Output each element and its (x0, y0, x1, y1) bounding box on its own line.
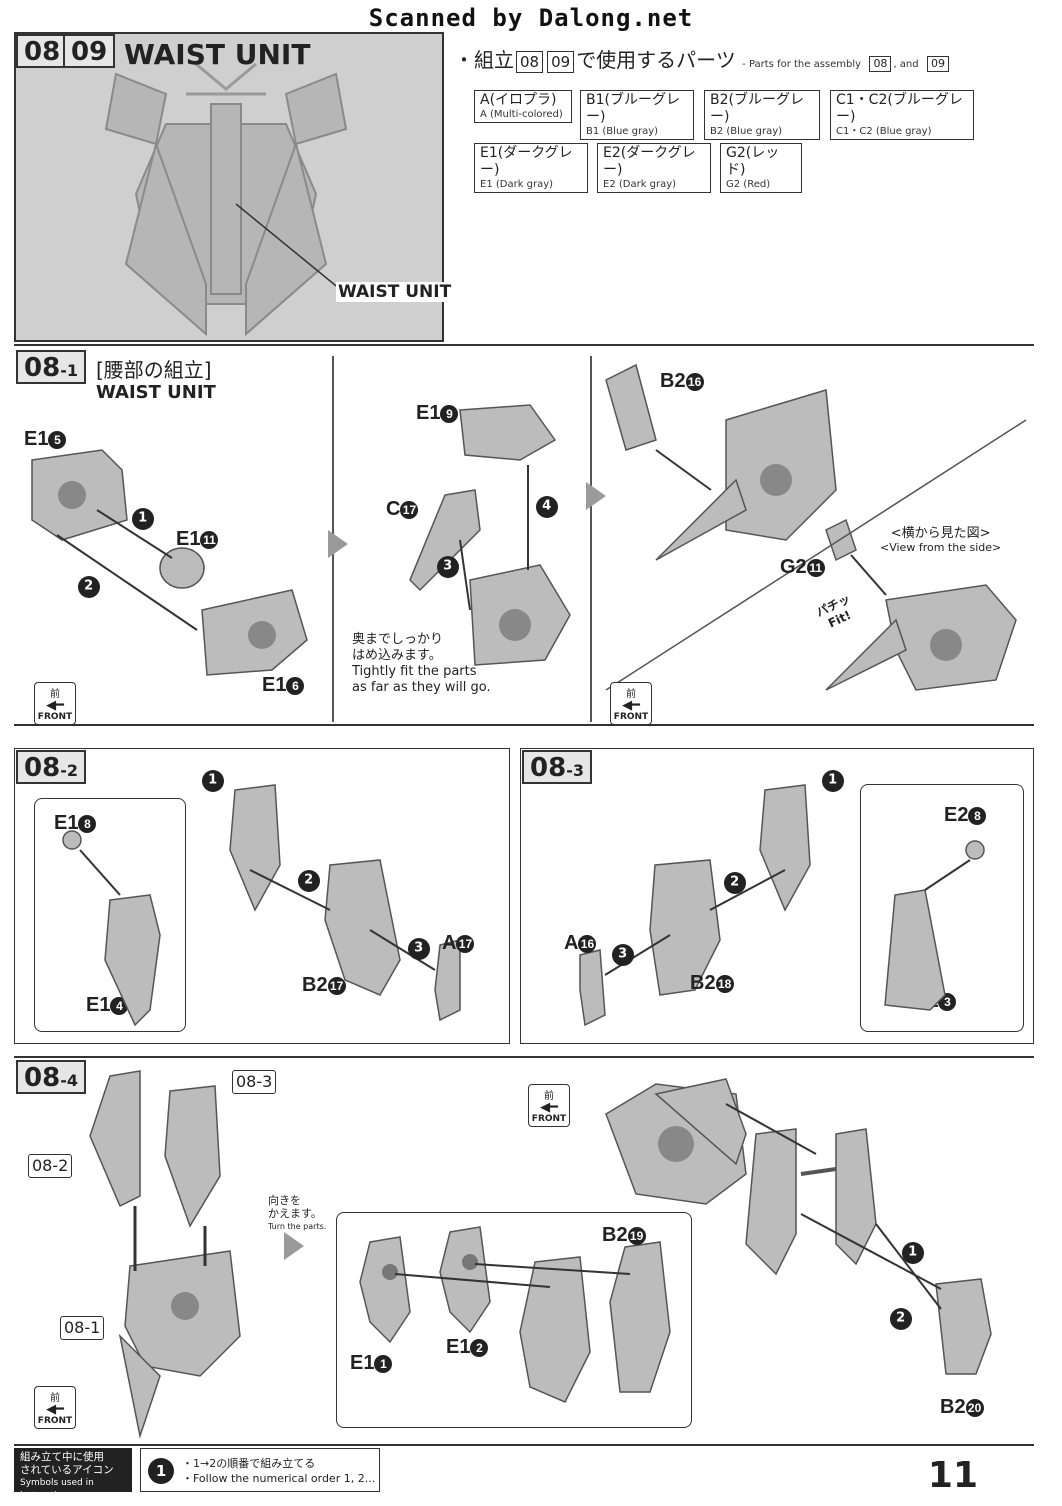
turn-note: 向きをかえます。Turn the parts. (268, 1194, 327, 1231)
parts-intro-en: - Parts for the assembly (742, 59, 862, 70)
step-08-4-parts-art-2 (359, 1226, 671, 1403)
step-08-1-sub: -1 (60, 361, 78, 380)
scan-credit: Scanned by Dalong.net (368, 4, 694, 32)
parts-intro-en-ref-08: 08 (869, 56, 892, 72)
step-08-4-subframe (336, 1212, 692, 1428)
divider-header (14, 344, 1034, 346)
part-e2-en: E2 (Dark gray) (603, 179, 677, 190)
next-arrow-icon-2 (586, 482, 606, 510)
section-title: WAIST UNIT (124, 38, 311, 71)
part-b2-jp: B2(ブルーグレー) (710, 92, 804, 125)
step-08-2-panel (14, 748, 510, 1044)
parts-ref-09: 09 (547, 51, 575, 73)
hero-label: WAIST UNIT (336, 282, 454, 302)
part-c-jp: C1・C2(ブルーグレー) (836, 92, 963, 125)
parts-intro-en-and: , and (893, 59, 919, 70)
front-indicator-3: 前◀━FRONT (34, 1386, 76, 1429)
ref-08-2: 08-2 (28, 1154, 73, 1178)
part-e2-jp: E2(ダークグレー) (603, 145, 696, 178)
ref-08-3: 08-3 (232, 1070, 277, 1094)
step-08-4-parts-art-1 (89, 1070, 241, 1439)
part-g2-en: G2 (Red) (726, 179, 771, 190)
part-e1-jp: E1(ダークグレー) (480, 145, 573, 178)
step-08-1-num: 08 (24, 353, 61, 383)
step-08-1-parts-art-3 (605, 363, 1027, 691)
page-number: 11 (927, 1455, 978, 1496)
hero-photo (14, 32, 444, 342)
part-c-en: C1・C2 (Blue gray) (836, 126, 932, 137)
parts-intro-jp-1: ・組立 (454, 48, 514, 72)
step-badge-08-2: 08-2 (16, 750, 86, 784)
part-a-en: A (Multi-colored) (480, 109, 563, 120)
step-badge-09: 09 (63, 34, 116, 68)
part-box-g2: G2(レッド) G2 (Red) (720, 143, 802, 193)
step-08-1-parts-art-2 (409, 404, 571, 666)
part-box-b1: B1(ブルーグレー) B1 (Blue gray) (580, 90, 694, 140)
step-badge-08-1: 08-1 (16, 350, 86, 384)
part-box-c1-c2: C1・C2(ブルーグレー) C1・C2 (Blue gray) (830, 90, 974, 140)
step-08-3-panel (520, 748, 1034, 1044)
step-08-4-parts-art-3 (605, 1078, 992, 1375)
part-b1-jp: B1(ブルーグレー) (586, 92, 680, 125)
symbols-legend-frame (140, 1448, 380, 1492)
step-08-1-title-en: WAIST UNIT (96, 382, 216, 403)
step-08-2-parts-art (62, 784, 461, 1027)
part-g2-jp: G2(レッド) (726, 145, 780, 178)
part-b1-en: B1 (Blue gray) (586, 126, 659, 137)
parts-intro-jp-2: で使用するパーツ (576, 48, 736, 72)
parts-intro-en-ref-09: 09 (926, 56, 949, 72)
part-box-e2: E2(ダークグレー) E2 (Dark gray) (597, 143, 711, 193)
turn-arrow-icon (284, 1232, 304, 1260)
step-badge-08-3: 08-3 (522, 750, 592, 784)
hero-mecha-illustration (16, 34, 442, 340)
next-arrow-icon (328, 530, 348, 558)
part-box-b2: B2(ブルーグレー) B2 (Blue gray) (704, 90, 820, 140)
side-view-caption: <横から見た図> <View from the side> (880, 526, 1002, 554)
front-indicator-2: 前◀━FRONT (610, 682, 652, 725)
part-box-e1: E1(ダークグレー) E1 (Dark gray) (474, 143, 588, 193)
divider-08-1 (14, 724, 1034, 726)
front-indicator-4: 前◀━FRONT (528, 1084, 570, 1127)
parts-ref-08: 08 (516, 51, 544, 73)
divider-footer (14, 1444, 1034, 1446)
step-08-3-subframe (860, 784, 1024, 1032)
legend-text: ・1→2の順番で組み立てる・Follow the numerical order… (182, 1457, 376, 1485)
front-indicator-1: 前◀━FRONT (34, 682, 76, 725)
step-08-2-subframe (34, 798, 186, 1032)
divider-08-1-b (590, 356, 592, 722)
step-08-1-title-jp: [腰部の組立] (96, 358, 212, 382)
divider-08-3 (14, 1056, 1034, 1058)
part-box-a: A(イロプラ) A (Multi-colored) (474, 90, 572, 123)
part-e1-en: E1 (Dark gray) (480, 179, 554, 190)
part-a-jp: A(イロプラ) (480, 92, 557, 108)
part-b2-en: B2 (Blue gray) (710, 126, 783, 137)
step-08-3-parts-art (579, 784, 985, 1027)
step-badge-08-4: 08-4 (16, 1060, 86, 1094)
step-badge-08: 08 (16, 34, 69, 68)
ref-08-1: 08-1 (60, 1316, 105, 1340)
step-08-1-parts-art-1 (31, 449, 308, 676)
